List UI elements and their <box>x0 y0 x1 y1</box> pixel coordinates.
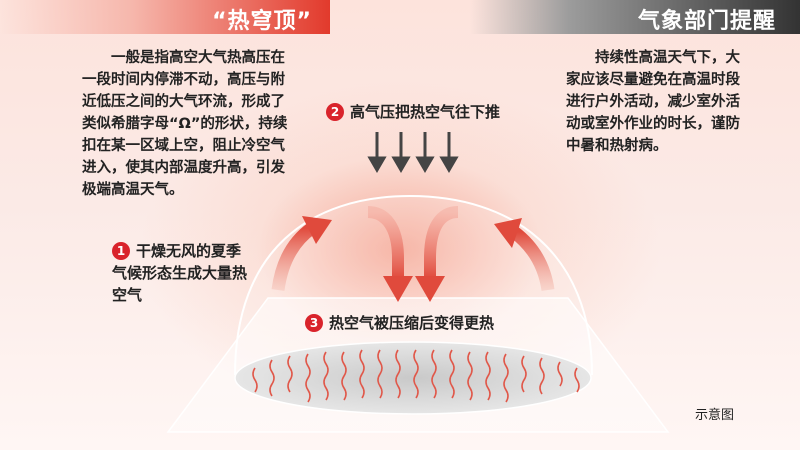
step-2-text: 高气压把热空气往下推 <box>350 103 501 121</box>
pressure-arrows <box>367 132 459 173</box>
definition-text: 一般是指高空大气热高压在一段时间内停滞不动，高压与附近低压之间的大气环流，形成了… <box>82 50 288 198</box>
advice-title: 气象部门提醒 <box>637 9 776 34</box>
sinking-arrow-left <box>367 206 413 302</box>
title-banner-right: 气象部门提醒 <box>470 0 800 34</box>
step-3-label: 3 热空气被压缩后变得更热 <box>305 312 494 334</box>
rising-arrow-right <box>494 218 555 292</box>
ground-area <box>234 341 592 415</box>
rising-arrow-left <box>271 216 332 292</box>
step-2-number: 2 <box>326 103 344 121</box>
step-3-number: 3 <box>305 314 323 332</box>
diagram-title: “热穹顶” <box>212 9 312 34</box>
heat-waves <box>252 349 580 403</box>
step-3-text: 热空气被压缩后变得更热 <box>329 314 495 332</box>
step-1-text: 干燥无风的夏季气候形态生成大量热空气 <box>112 242 248 304</box>
sinking-arrow-right <box>415 206 459 302</box>
step-1-number: 1 <box>112 242 130 260</box>
title-banner-left: “热穹顶” <box>0 0 330 34</box>
dome <box>234 194 593 376</box>
diagram-caption: 示意图 <box>695 408 735 423</box>
step-2-label: 2 高气压把热空气往下推 <box>326 101 500 123</box>
advice-text: 持续性高温天气下，大家应该尽量避免在高温时段进行户外活动，减少室外活动或室外作业… <box>566 50 740 154</box>
